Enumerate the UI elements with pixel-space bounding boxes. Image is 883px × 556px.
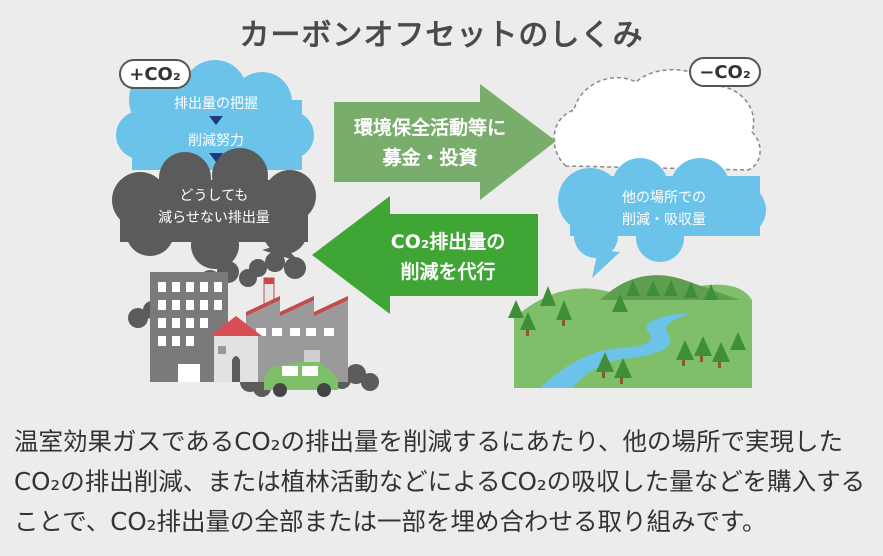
down-arrow-icon [209,153,223,162]
other-place-line1: 他の場所での [622,190,706,206]
minus-co2-badge-label: −CO₂ [699,62,750,83]
remaining-emission-line2: 減らせない排出量 [158,209,270,226]
left-arrow-line2: 削減を代行 [400,260,495,283]
step-reduction-effort: 削減努力 [188,132,244,149]
description-text: 温室効果ガスであるCO₂の排出量を削減するにあたり、他の場所で実現したCO₂の排… [14,427,866,536]
left-blue-cloud [116,60,314,170]
factory-illustration [128,252,379,397]
step-emission-grasp: 排出量の把握 [174,96,258,112]
other-place-line2: 削減・吸収量 [622,211,706,228]
down-arrow-icon [209,116,223,125]
minus-co2-badge [689,57,761,87]
right-arrow-line1: 環境保全活動等に [354,116,506,139]
left-arrow: CO₂排出量の 削減を代行 [312,196,538,314]
right-arrow: 環境保全活動等に 募金・投資 [334,84,556,200]
carbon-offset-diagram: +CO₂ 排出量の把握 削減努力 どうしても 減らせない排出量 −CO₂ 他の場… [112,57,766,397]
forest-illustration [508,275,752,388]
plus-co2-badge-label: +CO₂ [129,64,180,85]
left-arrow-line1: CO₂排出量の [391,230,505,253]
page-title: カーボンオフセットのしくみ [239,18,644,53]
car-illustration [264,362,338,397]
plus-co2-badge [119,59,191,89]
remaining-emission-line1: どうしても [180,188,249,204]
right-cloud: −CO₂ 他の場所での 削減・吸収量 [553,57,766,278]
right-blue-cloud [558,158,766,278]
right-white-cloud [553,69,761,171]
left-dark-cloud [112,148,316,269]
right-arrow-line2: 募金・投資 [381,146,477,169]
left-cloud: +CO₂ 排出量の把握 削減努力 どうしても 減らせない排出量 [112,59,316,269]
